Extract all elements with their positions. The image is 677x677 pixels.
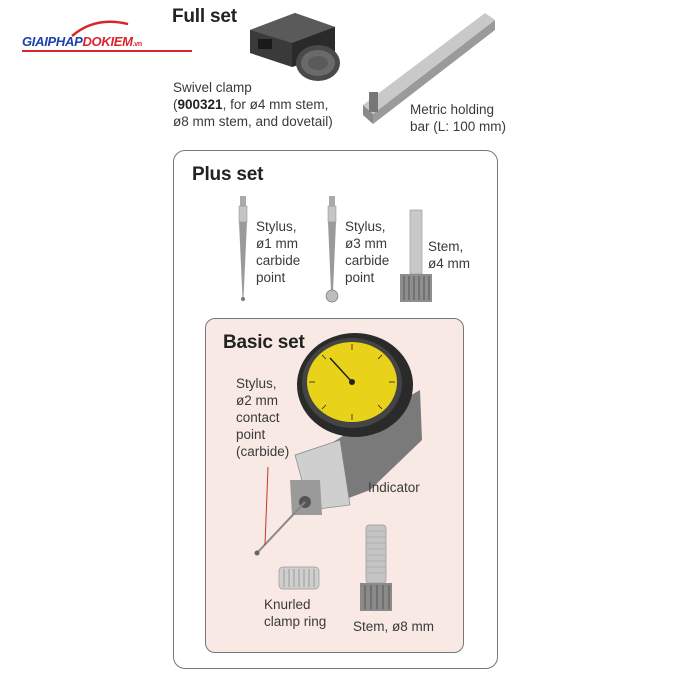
swivel-clamp-line2-rest: , for ø4 mm stem, xyxy=(222,97,329,112)
swivel-clamp-line1: Swivel clamp xyxy=(173,80,252,95)
logo-suffix: .vn xyxy=(132,41,143,48)
basic-set-title: Basic set xyxy=(223,332,305,353)
holding-bar-caption: Metric holding bar (L: 100 mm) xyxy=(410,101,506,135)
swivel-clamp-code: 900321 xyxy=(177,97,223,112)
stylus-1mm-line3: carbide xyxy=(256,253,301,268)
holding-bar-line1: Metric holding xyxy=(410,102,495,117)
holding-bar-icon xyxy=(363,13,495,124)
logo-part2: DOKIEM xyxy=(82,34,133,49)
logo-underline xyxy=(22,50,192,52)
stylus-2mm-caption: Stylus, ø2 mm contact point (carbide) xyxy=(236,375,289,460)
indicator-caption: Indicator xyxy=(368,480,420,495)
full-set-title: Full set xyxy=(172,6,237,27)
stem-4mm-line1: Stem, xyxy=(428,239,464,254)
swivel-clamp-open-paren: ( xyxy=(173,97,178,112)
stylus-1mm-line1: Stylus, xyxy=(256,219,297,234)
clamp-ring-line1: Knurled xyxy=(264,597,311,612)
clamp-ring-line2: clamp ring xyxy=(264,614,327,629)
holding-bar-line2: bar (L: 100 mm) xyxy=(410,119,507,134)
stylus-3mm-line2: ø3 mm xyxy=(345,236,387,251)
swivel-clamp-icon xyxy=(250,13,340,81)
stem-4mm-icon xyxy=(400,209,432,302)
stem-4mm-caption: Stem, ø4 mm xyxy=(428,238,470,272)
stylus-3mm-line1: Stylus, xyxy=(345,219,386,234)
stylus-1mm-caption: Stylus, ø1 mm carbide point xyxy=(256,218,300,286)
stylus-3mm-caption: Stylus, ø3 mm carbide point xyxy=(345,218,389,286)
clamp-ring-icon xyxy=(278,566,320,590)
swivel-clamp-line3: ø8 mm stem, and dovetail) xyxy=(173,114,333,129)
stylus-3mm-icon xyxy=(325,196,339,303)
stylus-1mm-line4: point xyxy=(256,270,286,285)
stylus-3mm-line3: carbide xyxy=(345,253,390,268)
stylus-1mm-icon xyxy=(238,196,248,301)
plus-set-title: Plus set xyxy=(192,164,264,185)
stylus-2mm-line1: Stylus, xyxy=(236,376,277,391)
dial-indicator-icon xyxy=(254,333,422,556)
stylus-2mm-line5: (carbide) xyxy=(236,444,290,459)
clamp-ring-caption: Knurled clamp ring xyxy=(264,596,326,630)
stylus-2mm-line2: ø2 mm xyxy=(236,393,278,408)
stylus-2mm-leader-icon xyxy=(264,466,269,546)
site-logo[interactable]: GIAIPHAPDOKIEM.vn xyxy=(22,34,142,49)
stylus-3mm-line4: point xyxy=(345,270,375,285)
swivel-clamp-caption: Swivel clamp (900321, for ø4 mm stem, ø8… xyxy=(173,79,333,130)
logo-arc-icon xyxy=(71,20,129,37)
stylus-2mm-line3: contact xyxy=(236,410,280,425)
stem-8mm-caption: Stem, ø8 mm xyxy=(353,619,435,634)
stem-8mm-icon xyxy=(360,524,392,611)
swivel-clamp-line2: (900321, for ø4 mm stem, xyxy=(173,96,333,113)
logo-part1: GIAIPHAP xyxy=(22,34,83,49)
stem-4mm-line2: ø4 mm xyxy=(428,256,470,271)
stylus-2mm-line4: point xyxy=(236,427,266,442)
stylus-1mm-line2: ø1 mm xyxy=(256,236,298,251)
